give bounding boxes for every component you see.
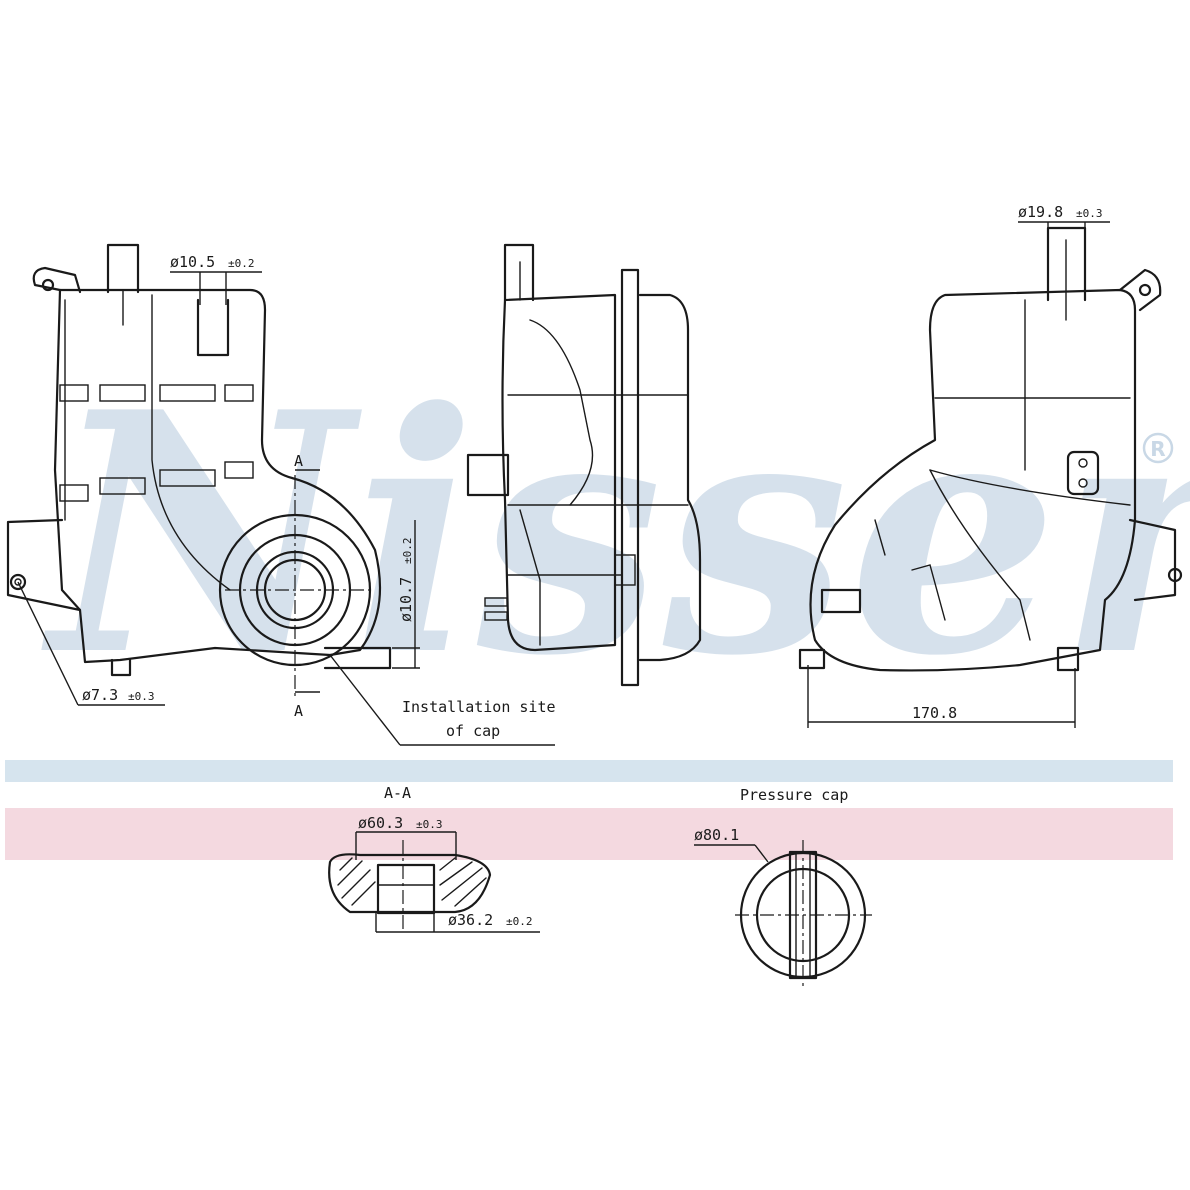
dim-top-pipe-tol: ±0.3 <box>1076 207 1103 220</box>
section-marker-top: A <box>294 452 303 470</box>
watermark: Nissens R <box>5 340 1190 860</box>
dim-section-inner-tol: ±0.2 <box>506 915 533 928</box>
installation-label-line2: of cap <box>446 722 500 740</box>
installation-label-line1: Installation site <box>402 698 556 716</box>
pressure-cap: Pressure cap ø80.1 <box>694 786 872 990</box>
section-aa-title: A-A <box>384 784 411 802</box>
dim-section-outer-tol: ±0.3 <box>416 818 443 831</box>
dim-section-outer: ø60.3 <box>358 814 403 832</box>
dim-inlet-pipe: ø10.5 <box>170 253 215 271</box>
watermark-blue-band <box>5 760 1173 782</box>
dim-top-pipe: ø19.8 <box>1018 203 1063 221</box>
side-tank-outline <box>501 293 617 652</box>
svg-text:R: R <box>1150 437 1165 461</box>
front-inlet-pipe <box>106 243 140 294</box>
section-aa: A-A ø60.3 ±0.3 ø36.2 ±0.2 <box>328 784 540 933</box>
front-mount-hole-left <box>9 573 27 591</box>
dim-mount-hole-tol: ±0.3 <box>128 690 155 703</box>
watermark-pink-band <box>5 808 1173 860</box>
front-outlet-pipe <box>323 646 392 670</box>
front-mount-ear <box>32 266 82 294</box>
dim-section-inner: ø36.2 <box>448 911 493 929</box>
dim-outlet-pipe-tol: ±0.2 <box>401 538 414 565</box>
front-left-bracket <box>6 518 82 612</box>
front-mount-hole-top <box>41 278 55 292</box>
rear-view: ø19.8 ±0.3 170.8 <box>798 203 1183 728</box>
front-view: A A ø10.5 ±0.2 ø10.7 ±0.2 ø7.3 ±0.3 Inst… <box>6 243 556 746</box>
dim-cap-diameter: ø80.1 <box>694 826 739 844</box>
dim-inlet-pipe-tol: ±0.2 <box>228 257 255 270</box>
dim-mount-hole: ø7.3 <box>82 686 118 704</box>
dim-width: 170.8 <box>912 704 957 722</box>
section-marker-bottom: A <box>294 702 303 720</box>
front-small-pipe <box>196 298 230 357</box>
rear-sensor <box>1066 450 1100 496</box>
registered-mark-icon: R <box>1142 432 1174 464</box>
section-aa-outline <box>328 853 492 914</box>
dim-outlet-pipe: ø10.7 <box>397 577 415 622</box>
side-flange <box>620 268 640 687</box>
pressure-cap-title: Pressure cap <box>740 786 848 804</box>
front-ribs <box>59 384 254 502</box>
side-view <box>466 243 702 687</box>
section-aa-hatch <box>337 857 487 907</box>
rear-tank-outline <box>809 288 1137 672</box>
side-port <box>466 453 510 497</box>
